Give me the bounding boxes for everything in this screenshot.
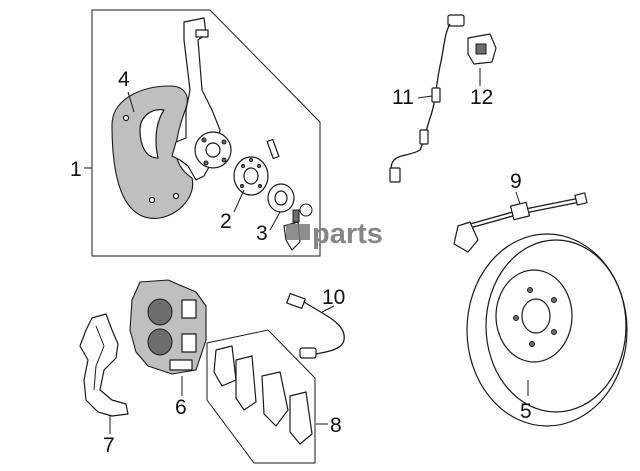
callout-9: 9 [510, 170, 522, 193]
watermark-text: parts [312, 218, 383, 250]
callout-2: 2 [220, 210, 232, 233]
sensor-bracket [467, 33, 497, 65]
callout-6: 6 [175, 396, 187, 419]
leader-10 [321, 305, 335, 313]
leader-2 [233, 189, 245, 213]
callout-5: 5 [520, 400, 532, 423]
brake-pad-set [206, 329, 316, 464]
brake-hose [453, 192, 588, 253]
leader-11 [417, 95, 433, 99]
leader-4 [127, 91, 135, 113]
leader-9 [515, 191, 521, 205]
caliper-bracket [79, 313, 129, 417]
watermark-logo-mark [286, 224, 310, 240]
callout-10: 10 [322, 286, 345, 309]
callout-12: 12 [470, 86, 493, 109]
leader-3 [269, 211, 281, 231]
wheel-bearing [267, 183, 313, 251]
wheel-hub [233, 156, 269, 196]
pad-wear-sensor [286, 292, 345, 359]
abs-sensor-cable [389, 14, 465, 183]
steering-knuckle [171, 17, 232, 181]
watermark: parts [286, 218, 383, 250]
knuckle-assembly-frame [91, 9, 321, 257]
callout-3: 3 [256, 222, 268, 245]
callout-8: 8 [330, 414, 342, 437]
callout-11: 11 [392, 86, 414, 109]
brake-caliper [129, 279, 207, 375]
brake-rotor [466, 233, 628, 427]
knuckle-pin [266, 138, 280, 160]
callout-1: 1 [70, 158, 82, 181]
callout-4: 4 [118, 68, 130, 91]
dust-shield [111, 85, 194, 219]
callout-7: 7 [103, 434, 115, 457]
